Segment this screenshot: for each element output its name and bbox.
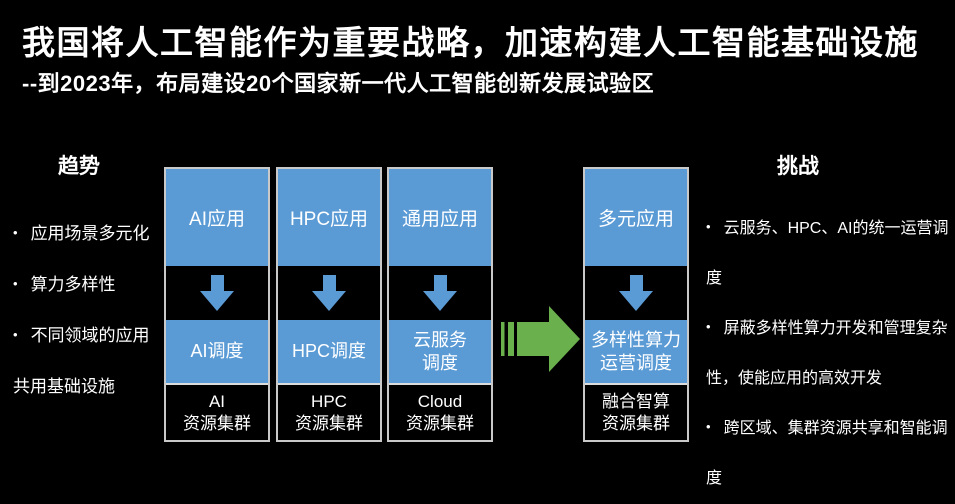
app-box: 通用应用: [389, 169, 491, 266]
challenge-bullet: 屏蔽多样性算力开发和管理复杂性，使能应用的高效开发: [706, 304, 954, 404]
arrow-band: [166, 266, 268, 320]
app-box: HPC应用: [278, 169, 380, 266]
down-arrow-icon: [423, 275, 457, 311]
stack-column-converged: 多元应用 多样性算力 运营调度 融合智算 资源集群: [583, 167, 689, 442]
trends-heading: 趋势: [58, 155, 100, 178]
down-arrow-stem: [322, 275, 336, 291]
app-box: AI应用: [166, 169, 268, 266]
cluster-box: AI 资源集群: [166, 383, 268, 440]
down-arrow-icon: [619, 275, 653, 311]
stack-column-hpc: HPC应用 HPC调度 HPC 资源集群: [276, 167, 382, 442]
down-arrow-stem: [433, 275, 447, 291]
scheduler-box: 多样性算力 运营调度: [585, 320, 687, 383]
down-arrow-head: [423, 291, 457, 311]
scheduler-box: 云服务 调度: [389, 320, 491, 383]
cluster-box: HPC 资源集群: [278, 383, 380, 440]
trends-bullet-list: 应用场景多元化 算力多样性 不同领域的应用共用基础设施: [13, 209, 165, 412]
challenge-bullet: 云服务、HPC、AI的统一运营调度: [706, 204, 954, 304]
challenges-bullet-list: 云服务、HPC、AI的统一运营调度 屏蔽多样性算力开发和管理复杂性，使能应用的高…: [706, 204, 954, 504]
slide-title: 我国将人工智能作为重要战略，加速构建人工智能基础设施: [22, 24, 919, 61]
arrow-band: [389, 266, 491, 320]
cluster-box: Cloud 资源集群: [389, 383, 491, 440]
scheduler-box: AI调度: [166, 320, 268, 383]
arrow-band: [278, 266, 380, 320]
down-arrow-head: [200, 291, 234, 311]
flow-right-arrow-icon: [501, 306, 580, 372]
down-arrow-stem: [210, 275, 224, 291]
stack-column-cloud: 通用应用 云服务 调度 Cloud 资源集群: [387, 167, 493, 442]
trend-bullet: 算力多样性: [13, 260, 165, 311]
trend-bullet: 应用场景多元化: [13, 209, 165, 260]
down-arrow-head: [619, 291, 653, 311]
trend-bullet: 不同领域的应用共用基础设施: [13, 311, 165, 412]
down-arrow-icon: [200, 275, 234, 311]
down-arrow-stem: [629, 275, 643, 291]
stack-column-ai: AI应用 AI调度 AI 资源集群: [164, 167, 270, 442]
challenge-bullet: 跨区域、集群资源共享和智能调度: [706, 404, 954, 504]
arrow-band: [585, 266, 687, 320]
slide-subtitle: --到2023年，布局建设20个国家新一代人工智能创新发展试验区: [22, 71, 655, 96]
down-arrow-icon: [312, 275, 346, 311]
app-box: 多元应用: [585, 169, 687, 266]
down-arrow-head: [312, 291, 346, 311]
scheduler-box: HPC调度: [278, 320, 380, 383]
cluster-box: 融合智算 资源集群: [585, 383, 687, 440]
challenges-heading: 挑战: [777, 155, 819, 178]
